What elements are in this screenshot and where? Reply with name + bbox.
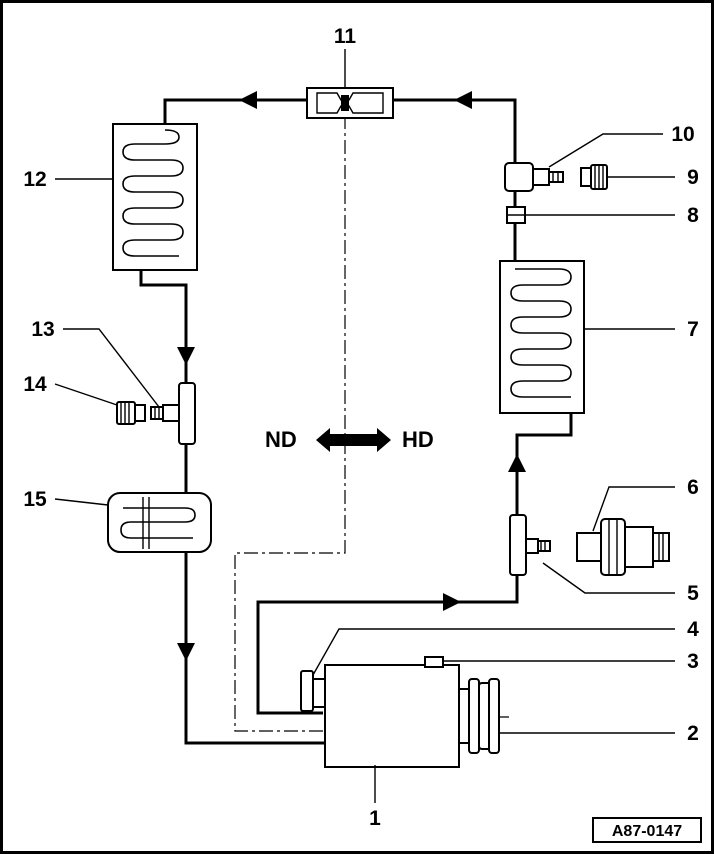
flow-arrow-right bbox=[443, 593, 461, 611]
pressure-divider bbox=[234, 115, 513, 732]
leader-10 bbox=[548, 133, 663, 168]
callout-13: 13 bbox=[31, 318, 54, 341]
fitting-4 bbox=[300, 670, 326, 712]
high-pressure-label: HD bbox=[402, 427, 434, 452]
leader-4 bbox=[312, 628, 675, 676]
pipe-7-to-5 bbox=[515, 413, 573, 515]
flow-arrow-down-lower bbox=[177, 643, 195, 661]
callout-8: 8 bbox=[687, 204, 699, 227]
pipes bbox=[139, 98, 573, 745]
compressor-1 bbox=[324, 664, 460, 768]
leader-15 bbox=[54, 498, 109, 506]
callouts: 1 2 3 4 5 6 7 8 9 10 11 12 13 14 15 bbox=[23, 25, 699, 830]
flow-arrow-top-left bbox=[239, 91, 257, 109]
callout-10: 10 bbox=[671, 123, 694, 146]
reference-box: A87-0147 bbox=[592, 817, 702, 843]
leader-13 bbox=[63, 328, 160, 408]
callout-9: 9 bbox=[687, 166, 699, 189]
evaporator-12 bbox=[112, 123, 198, 271]
restrictor-11 bbox=[306, 87, 394, 119]
callout-12: 12 bbox=[23, 168, 46, 191]
drive-pulley-2 bbox=[458, 678, 500, 754]
flow-arrow-top-right bbox=[454, 91, 472, 109]
callout-7: 7 bbox=[687, 318, 699, 341]
callout-3: 3 bbox=[687, 650, 699, 673]
callout-14: 14 bbox=[23, 373, 47, 396]
pressure-indicator: ND HD bbox=[265, 427, 434, 452]
callout-4: 4 bbox=[687, 618, 699, 641]
cap-14 bbox=[116, 401, 146, 425]
flow-arrows bbox=[177, 91, 526, 661]
condenser-7 bbox=[499, 260, 585, 414]
fitting-8 bbox=[506, 206, 526, 224]
callout-1: 1 bbox=[369, 807, 381, 830]
callout-5: 5 bbox=[687, 582, 699, 605]
cap-9 bbox=[580, 164, 608, 190]
pressure-switch-6 bbox=[576, 518, 670, 576]
leader-6 bbox=[592, 486, 675, 532]
callout-6: 6 bbox=[687, 476, 699, 499]
reservoir-15 bbox=[107, 492, 212, 553]
pipe-5-to-compressor bbox=[256, 575, 519, 715]
callout-2: 2 bbox=[687, 722, 699, 745]
callout-11: 11 bbox=[334, 25, 357, 48]
callout-15: 15 bbox=[23, 488, 47, 511]
diagram-canvas: ND HD 1 2 3 4 5 6 7 8 9 10 11 12 13 14 bbox=[23, 25, 702, 843]
valve-fitting-5 bbox=[509, 514, 551, 576]
leader-14 bbox=[54, 383, 118, 406]
pipe-12-to-13 bbox=[139, 263, 188, 383]
double-arrow bbox=[316, 428, 391, 452]
service-connection-10 bbox=[504, 162, 564, 192]
flow-arrow-up-right bbox=[508, 454, 526, 472]
leader-5 bbox=[542, 562, 675, 594]
leader-lines bbox=[54, 49, 675, 803]
dash-dot-divider-line bbox=[234, 115, 513, 732]
connection-3 bbox=[424, 656, 444, 668]
service-connection-13 bbox=[150, 382, 196, 445]
flow-arrow-down-upper bbox=[177, 347, 195, 365]
low-pressure-label: ND bbox=[265, 427, 297, 452]
pipe-15-to-compressor bbox=[184, 552, 325, 745]
reference-number: A87-0147 bbox=[612, 823, 682, 840]
